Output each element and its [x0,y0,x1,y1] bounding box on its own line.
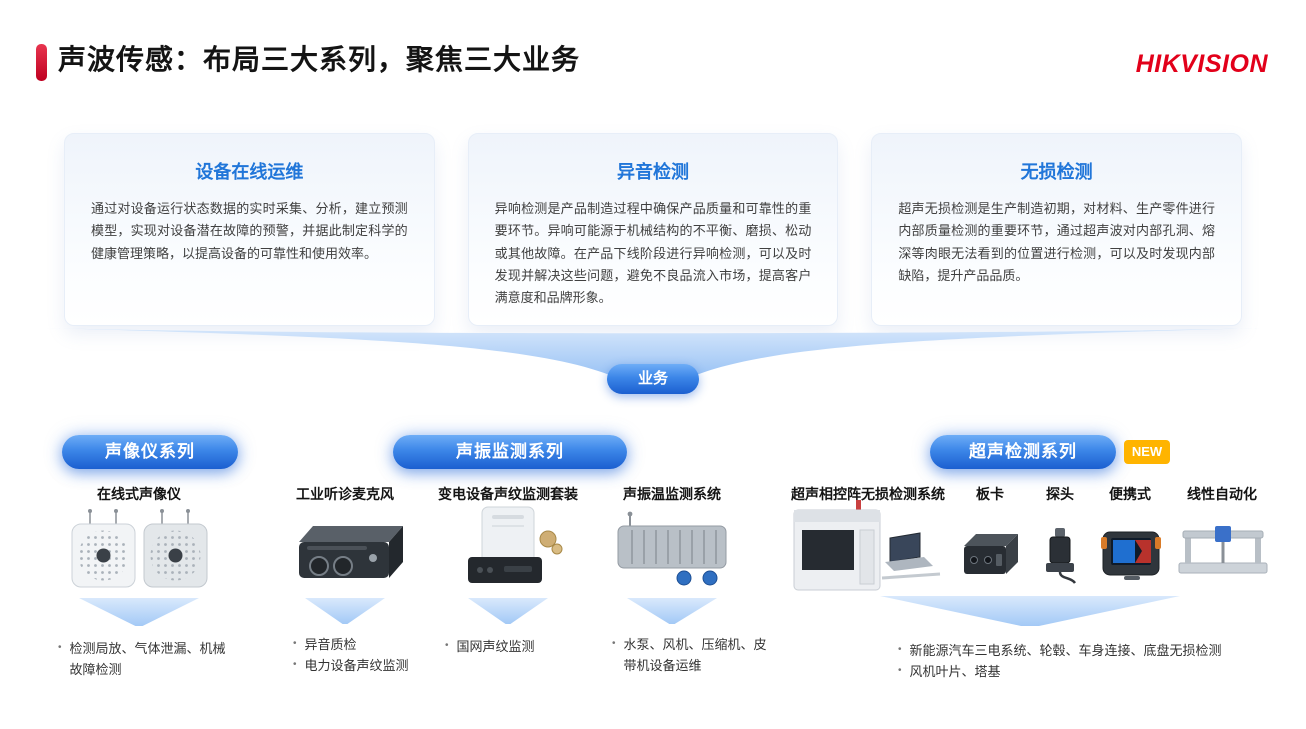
card-title: 无损检测 [1020,162,1093,182]
bullet-item: 电力设备声纹监测 [293,655,453,676]
product-label-portable: 便携式 [1109,486,1151,502]
bullet-item: 国网声纹监测 [445,636,595,657]
down-arrow-acoustic-imager [79,598,199,626]
product-label-board-card: 板卡 [976,486,1004,502]
bullet-item: 风机叶片、塔基 [898,661,1238,682]
down-arrow-stethoscope-mic [305,598,385,624]
bullet-item: 新能源汽车三电系统、轮毂、车身连接、底盘无损检测 [898,640,1238,661]
series-pill-sound-vibration: 声振监测系列 [393,435,627,469]
phased-array-ndt-system-image [793,500,941,591]
linear-automation-image [1178,526,1268,574]
business-cards-row: 设备在线运维 通过对设备运行状态数据的实时采集、分析，建立预测模型，实现对设备潜… [64,133,1243,326]
bullets-acoustic-imager: 检测局放、气体泄漏、机械故障检测 [58,638,238,681]
new-badge: NEW [1124,440,1170,464]
acoustic-imager-image [71,509,208,588]
product-label-probe: 探头 [1046,486,1074,502]
page-title: 声波传感：布局三大系列，聚焦三大业务 [58,44,581,75]
product-label-phased-array: 超声相控阵无损检测系统 [791,486,945,502]
title-accent-bar [36,44,47,81]
card-title: 异音检测 [617,162,689,182]
bullet-item: 异音质检 [293,634,453,655]
bullets-vib-temp: 水泵、风机、压缩机、皮带机设备运维 [612,634,767,677]
card-equipment-online-om: 设备在线运维 通过对设备运行状态数据的实时采集、分析，建立预测模型，实现对设备潜… [64,133,435,326]
bullet-text: 检测局放、气体泄漏、机械故障检测 [69,641,226,678]
product-label-online-acoustic-imager: 在线式声像仪 [97,486,181,502]
down-arrow-substation-kit [468,598,548,624]
bullet-text: 国网声纹监测 [456,639,535,654]
product-label-linear-automation: 线性自动化 [1187,486,1257,502]
business-funnel-label: 业务 [607,364,699,394]
card-description: 超声无损检测是生产制造初期，对材料、生产零件进行内部质量检测的重要环节，通过超声… [898,201,1216,284]
funnel-shape [44,328,1262,384]
probe-image [1046,528,1077,584]
card-ndt: 无损检测 超声无损检测是生产制造初期，对材料、生产零件进行内部质量检测的重要环节… [871,133,1243,326]
bullet-text: 新能源汽车三电系统、轮毂、车身连接、底盘无损检测 [909,643,1222,658]
hikvision-logo: HIKVISION [1135,50,1268,78]
down-arrow-vib-temp [627,598,717,624]
card-description: 异响检测是产品制造过程中确保产品质量和可靠性的重要环节。异响可能源于机械结构的不… [494,201,812,306]
card-description: 通过对设备运行状态数据的实时采集、分析，建立预测模型，实现对设备潜在故障的预警，… [91,201,408,261]
stethoscope-microphone-image [299,526,403,578]
bullet-text: 异音质检 [304,637,357,652]
product-label-substation-kit: 变电设备声纹监测套装 [438,486,578,502]
bullet-text: 风机叶片、塔基 [909,664,1001,680]
series-pill-acoustic-imager: 声像仪系列 [62,435,238,469]
bullet-text: 水泵、风机、压缩机、皮带机设备运维 [623,637,767,674]
bullets-substation-kit: 国网声纹监测 [445,636,595,657]
series-pill-ultrasonic: 超声检测系列 [930,435,1116,469]
vibration-temperature-system-image [617,511,727,586]
product-label-vib-temp-system: 声振温监测系统 [623,486,721,502]
bullets-stethoscope-mic: 异音质检 电力设备声纹监测 [293,634,453,677]
substation-voiceprint-kit-image [468,506,563,583]
board-card-image [964,534,1018,574]
bullets-ultrasonic-group: 新能源汽车三电系统、轮毂、车身连接、底盘无损检测 风机叶片、塔基 [898,640,1238,683]
card-abnormal-sound-detection: 异音检测 异响检测是产品制造过程中确保产品质量和可靠性的重要环节。异响可能源于机… [467,133,839,326]
card-title: 设备在线运维 [195,162,304,182]
bullet-item: 水泵、风机、压缩机、皮带机设备运维 [612,634,767,677]
product-label-stethoscope-mic: 工业听诊麦克风 [296,486,394,502]
bullet-item: 检测局放、气体泄漏、机械故障检测 [58,638,238,681]
portable-detector-image [1101,531,1161,580]
bullet-text: 电力设备声纹监测 [304,658,409,674]
down-arrow-ultrasonic-group [880,596,1180,626]
